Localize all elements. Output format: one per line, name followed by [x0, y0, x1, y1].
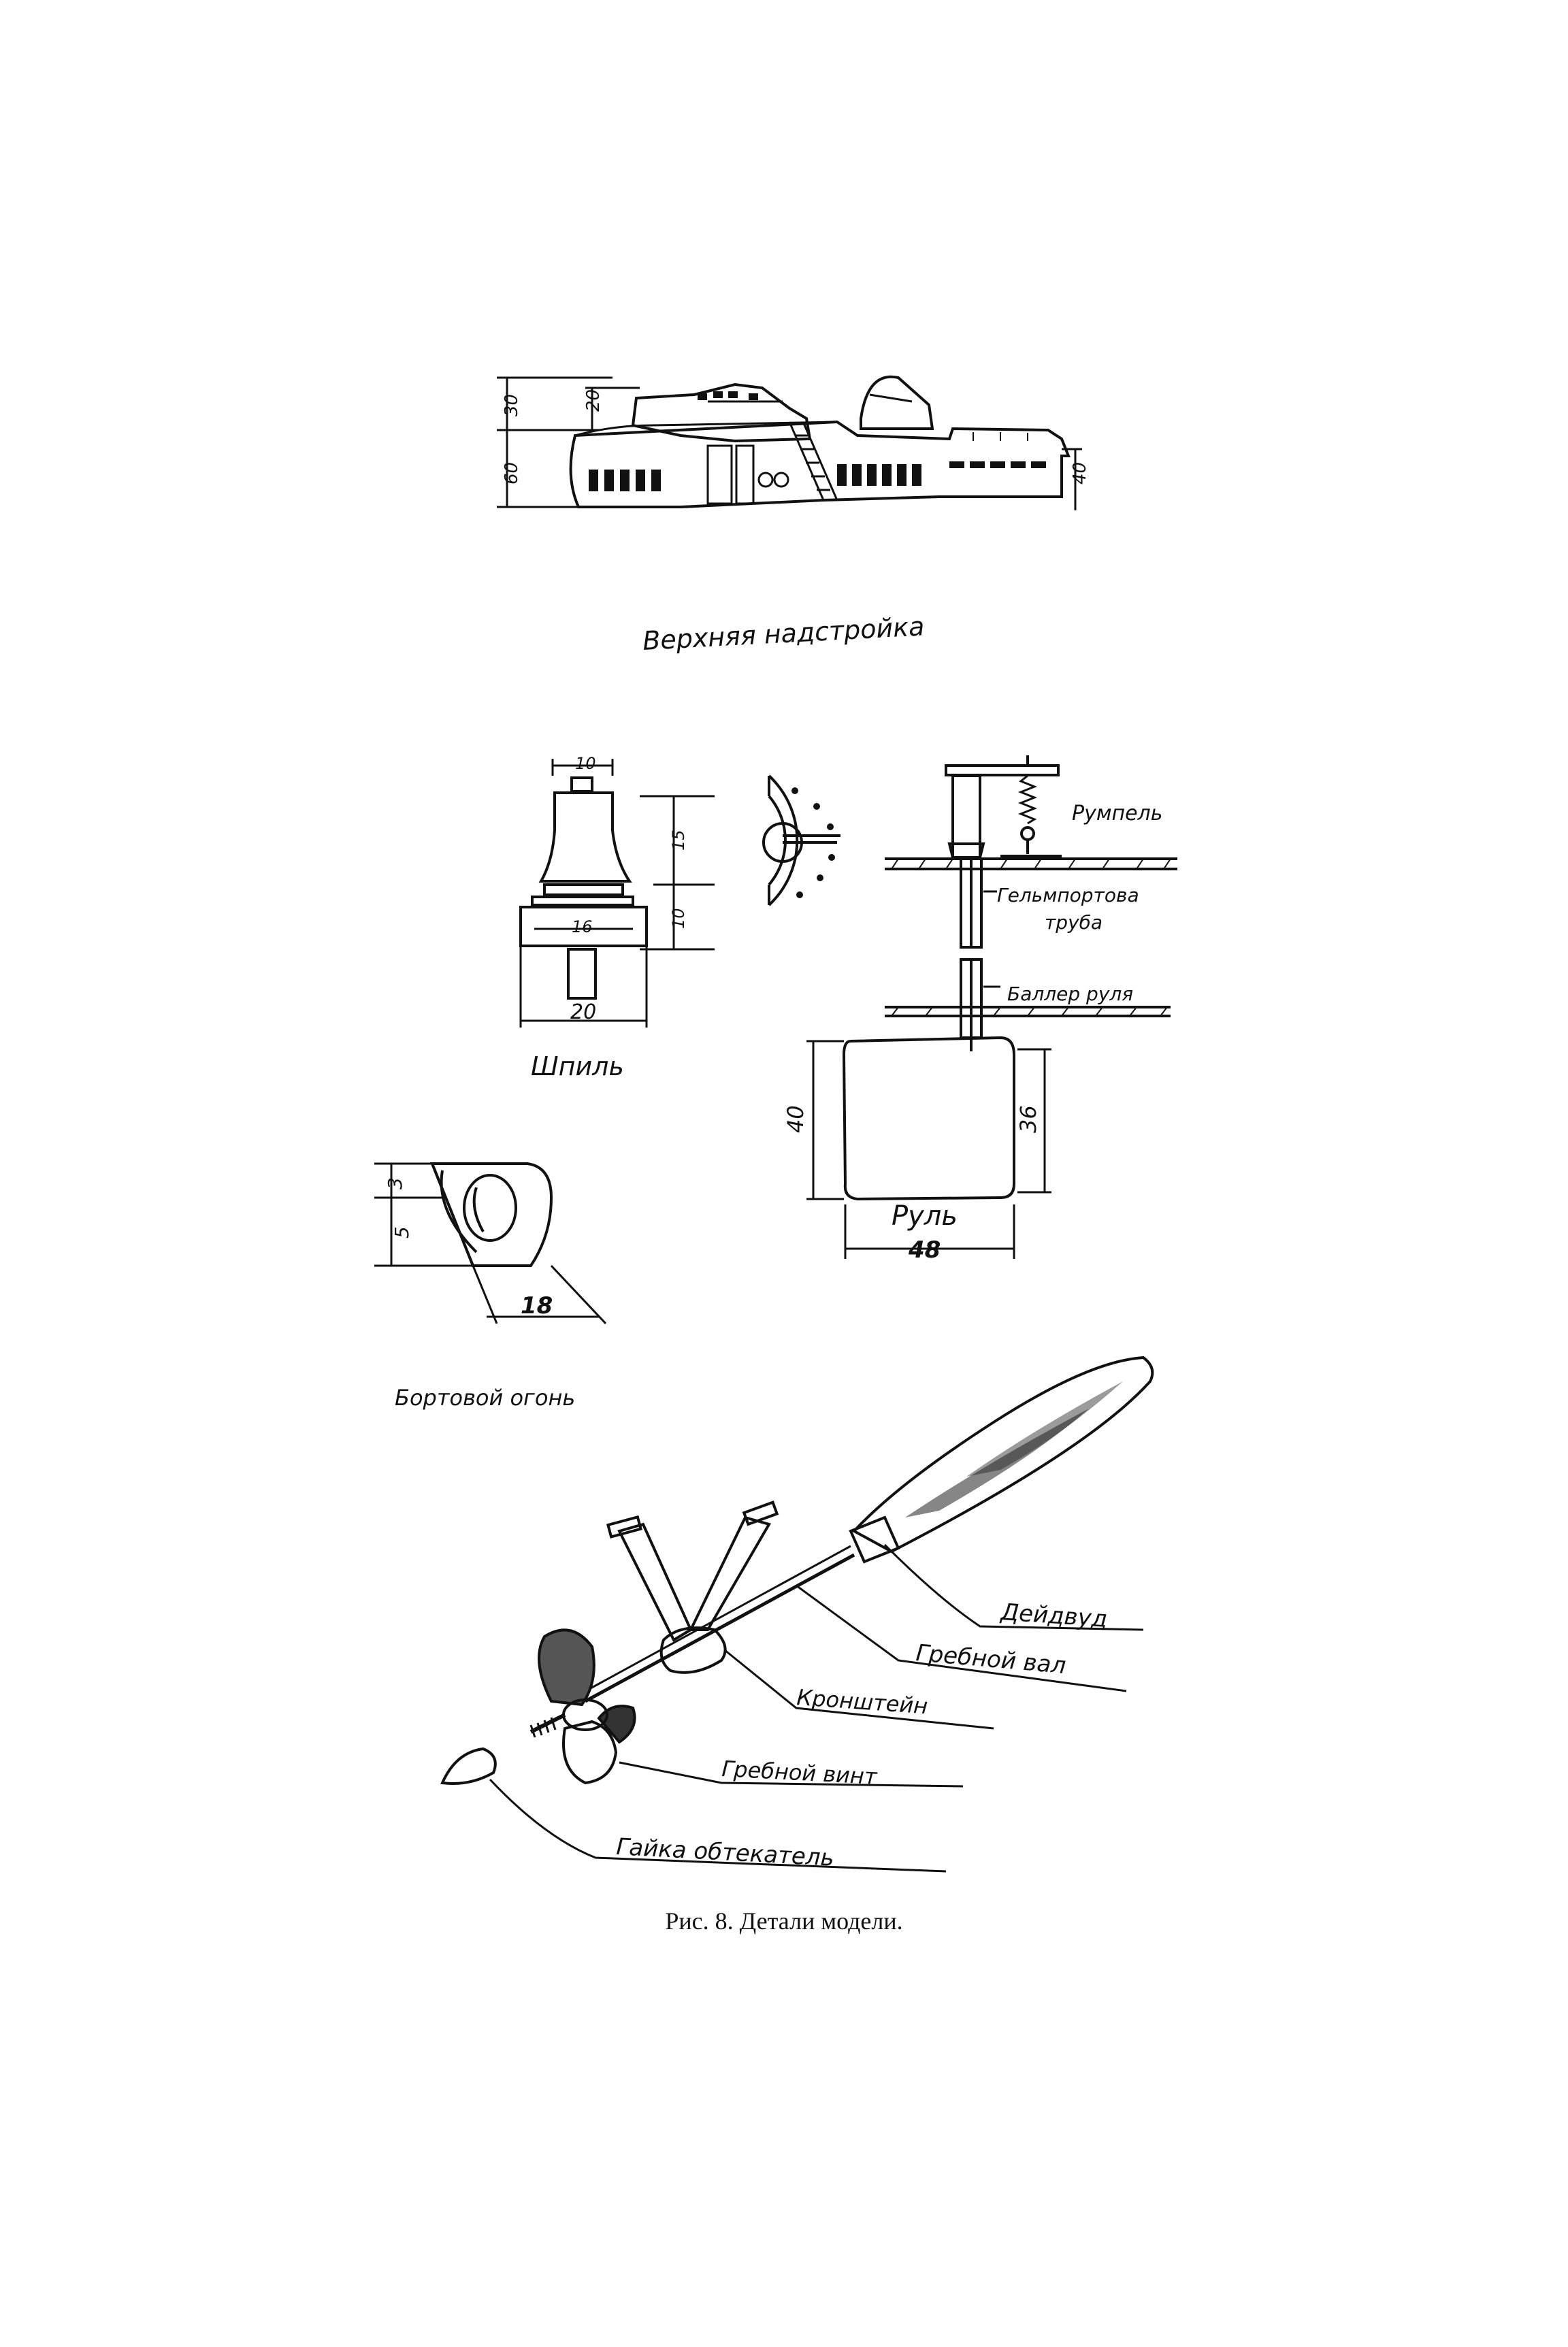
sidelight-dim-upper: 3: [384, 1177, 406, 1189]
rudder-stock-label: Баллер руля: [1007, 983, 1133, 1005]
capstan-drawing: [519, 759, 715, 1028]
rudder-dim-width: 48: [908, 1236, 941, 1264]
superstructure-dim-stern: 40: [1070, 462, 1090, 485]
rudder-dim-left-height: 40: [783, 1105, 808, 1133]
nut-label: Гайка обтекатель: [616, 1833, 835, 1872]
tiller-label: Румпель: [1072, 802, 1162, 825]
superstructure-title: Верхняя надстройка: [642, 611, 925, 656]
sidelight-dim-lower: 5: [391, 1226, 413, 1238]
capstan-title: Шпиль: [531, 1051, 624, 1081]
capstan-dim-height-lower: 10: [669, 908, 688, 929]
tube-label-1: Гельмпортова: [997, 884, 1139, 906]
capstan-dim-top-width: 10: [575, 754, 596, 773]
rudder-dim-right-height: 36: [1015, 1105, 1041, 1133]
rudder-title: Руль: [892, 1200, 958, 1232]
tiller-sector-drawing: [762, 774, 840, 906]
figure-caption: Рис. 8. Детали модели.: [665, 1907, 902, 1935]
superstructure-dim-total: 60: [502, 462, 522, 485]
propulsion-drawing: [440, 1356, 1154, 1873]
capstan-dim-base-width: 20: [570, 1000, 596, 1024]
superstructure-drawing: [497, 375, 1082, 510]
propeller-label: Гребной винт: [721, 1756, 879, 1790]
sidelight-drawing: [374, 1162, 607, 1325]
capstan-dim-mid-width: 16: [572, 917, 593, 936]
sidelight-title: Бортовой огонь: [395, 1385, 575, 1411]
capstan-dim-height-upper: 15: [669, 830, 688, 851]
bracket-label: Кронштейн: [796, 1684, 928, 1719]
tiller-drawing: [885, 755, 1177, 1051]
superstructure-dim-upper: 30: [502, 394, 522, 416]
tube-label-2: труба: [1045, 911, 1102, 934]
rudder-drawing: [806, 1036, 1051, 1259]
superstructure-dim-top: 20: [583, 389, 604, 412]
sidelight-dim-length: 18: [521, 1292, 553, 1319]
